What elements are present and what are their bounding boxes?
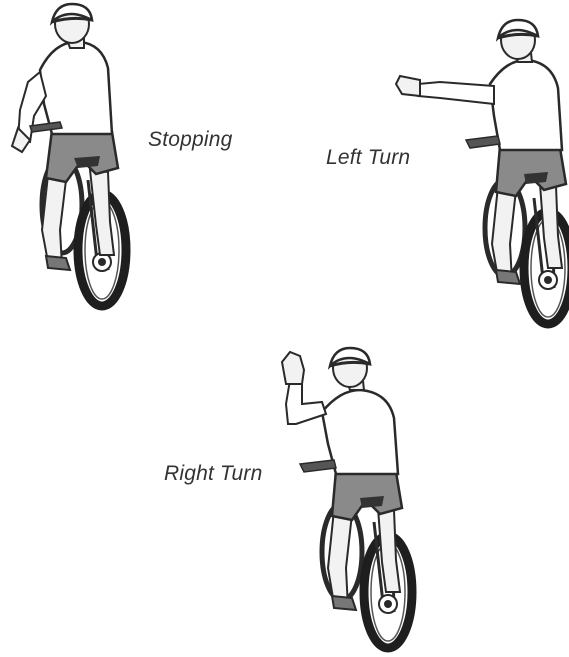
cyclist-left-turn bbox=[396, 20, 569, 324]
left-turn-label: Left Turn bbox=[326, 146, 410, 170]
stopping-label: Stopping bbox=[148, 128, 233, 152]
right-turn-label: Right Turn bbox=[164, 462, 262, 486]
cyclist-stopping bbox=[12, 4, 126, 306]
cyclist-right-turn bbox=[282, 348, 412, 648]
